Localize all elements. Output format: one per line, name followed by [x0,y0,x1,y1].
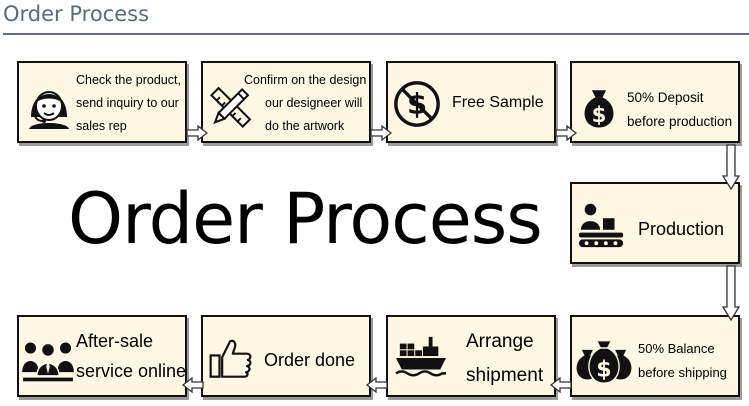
step-label-line: Production [638,219,725,239]
step-after-sale: After-sale service online [17,315,187,397]
step-confirm-design: Confirm on the design our designeer will… [201,61,371,143]
arrow-down-icon [722,144,740,190]
pencil-ruler-icon [209,86,252,129]
step-balance: $ 50% Balance before shipping [570,315,740,397]
page-title: Order Process [3,2,150,26]
step-label-line: Check the product, [76,73,181,87]
arrow-right-icon [555,125,577,141]
step-label-line: 50% Balance [638,341,715,356]
step-label-line: send inquiry to our [76,96,179,110]
step-label-line: service online [76,361,187,381]
arrow-right-icon [370,125,392,141]
step-label-line: 50% Deposit [627,90,704,105]
arrow-left-icon [366,377,388,393]
step-label-line: sales rep [76,119,127,133]
step-label-line: before production [627,114,733,129]
step-label-line: After-sale [76,331,154,351]
money-bags-icon: $ [576,340,632,384]
step-check-product: Check the product, send inquiry to our s… [17,61,187,143]
step-deposit: $ 50% Deposit before production [570,61,740,143]
team-icon [22,342,74,382]
money-bag-icon: $ [584,90,614,128]
svg-text:$: $ [592,103,607,128]
banner-title: Order Process [68,178,543,260]
step-arrange-shipment: Arrange shipment [386,315,556,397]
step-label-line: our designeer will [265,96,363,110]
cargo-ship-icon [395,336,446,377]
step-label-line: Arrange [466,331,534,352]
step-label-line: Order done [264,350,356,370]
step-production: Production [570,182,740,264]
step-free-sample: $ Free Sample [386,61,556,143]
arrow-down-icon [722,265,740,321]
customer-service-agent-icon [29,91,69,129]
step-order-done: Order done [201,315,371,397]
arrow-left-icon [550,377,572,393]
no-dollar-icon: $ [394,81,440,127]
conveyor-worker-icon [578,203,624,248]
step-label-line: shipment [466,365,544,386]
step-label-line: Confirm on the design [244,73,367,87]
svg-text:$: $ [596,357,611,383]
step-label-line: do the artwork [265,119,345,133]
thumbs-up-icon [209,339,252,378]
arrow-left-icon [182,377,204,393]
arrow-right-icon [186,125,208,141]
step-label-line: before shipping [638,365,727,380]
step-label-line: Free Sample [452,94,544,111]
title-divider [3,33,749,35]
